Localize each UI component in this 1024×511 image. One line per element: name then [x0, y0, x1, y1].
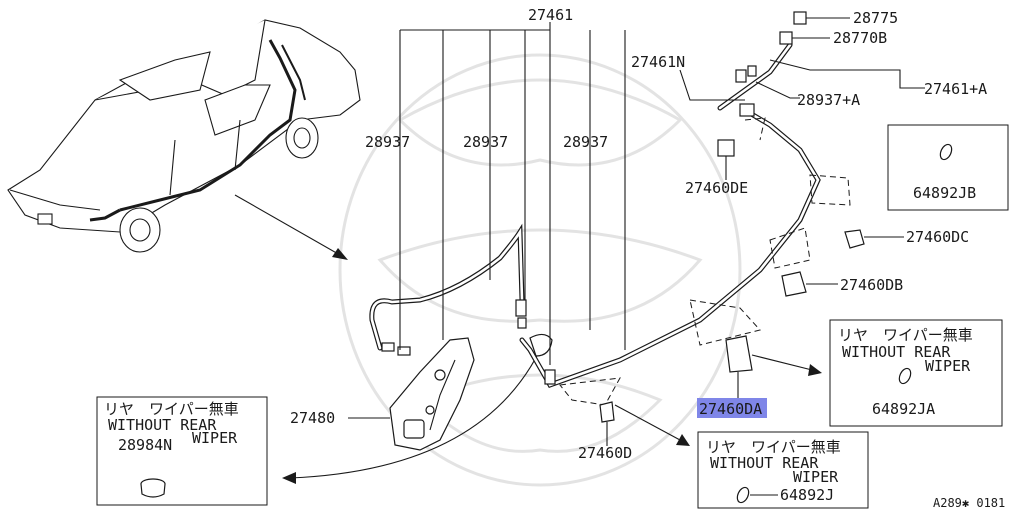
pointer-arrows — [234, 194, 822, 484]
inset-bottom-part: 64892J — [780, 486, 834, 504]
inset-bottom-line1: WITHOUT REAR — [710, 454, 819, 472]
label-27460de: 27460DE — [685, 179, 748, 197]
highlight-27460da — [697, 398, 767, 418]
inset-left-line2: WIPER — [192, 429, 238, 447]
inset-bottom-line2: WIPER — [793, 468, 839, 486]
label-27460dc: 27460DC — [906, 228, 969, 246]
inset-right: リヤ ワイパー無車 WITHOUT REAR WIPER 64892JA — [829, 319, 1003, 427]
label-27461n: 27461N — [631, 53, 685, 71]
label-28937-mid: 28937 — [463, 133, 508, 151]
label-27460db: 27460DB — [840, 276, 903, 294]
inset-left-line1: WITHOUT REAR — [108, 416, 217, 434]
label-27461: 27461 — [528, 6, 573, 24]
inset-bottom: リヤ ワイパー無車 WITHOUT REAR WIPER 64892J — [697, 431, 869, 509]
leader-lines — [348, 17, 925, 446]
label-28770b: 28770B — [833, 29, 887, 47]
label-28775: 28775 — [853, 9, 898, 27]
fittings — [381, 11, 865, 423]
label-27460da: 27460DA — [699, 400, 762, 418]
inset-right-jp: リヤ ワイパー無車 — [838, 326, 973, 344]
inset-left: リヤ ワイパー無車 WITHOUT REAR WIPER 28984N — [96, 396, 268, 506]
washer-hose — [369, 42, 821, 389]
label-28937-right: 28937 — [563, 133, 608, 151]
inset-right-part: 64892JA — [872, 400, 935, 418]
inset-left-part: 28984N — [118, 436, 172, 454]
label-28937-left: 28937 — [365, 133, 410, 151]
label-27480: 27480 — [290, 409, 335, 427]
inset-right-line2: WIPER — [925, 357, 971, 375]
inset-left-jp: リヤ ワイパー無車 — [104, 400, 239, 418]
label-27461a: 27461+A — [924, 80, 987, 98]
washer-bracket-27480 — [389, 337, 475, 451]
grommet-icon — [140, 478, 166, 498]
inset-bottom-jp: リヤ ワイパー無車 — [706, 438, 841, 456]
inset-64892jb: 64892JB — [887, 124, 1009, 211]
inset-right-line1: WITHOUT REAR — [842, 343, 951, 361]
part-labels: 27461 28775 28770B 27461N 28937+A 27461+… — [290, 6, 1005, 510]
label-28937a: 28937+A — [797, 91, 860, 109]
watermark-emblem — [338, 53, 742, 487]
car-illustration — [7, 19, 361, 253]
diagram-code: A289✱ 0181 — [933, 496, 1005, 510]
label-27460d: 27460D — [578, 444, 632, 462]
inset-label-64892jb: 64892JB — [913, 184, 976, 202]
